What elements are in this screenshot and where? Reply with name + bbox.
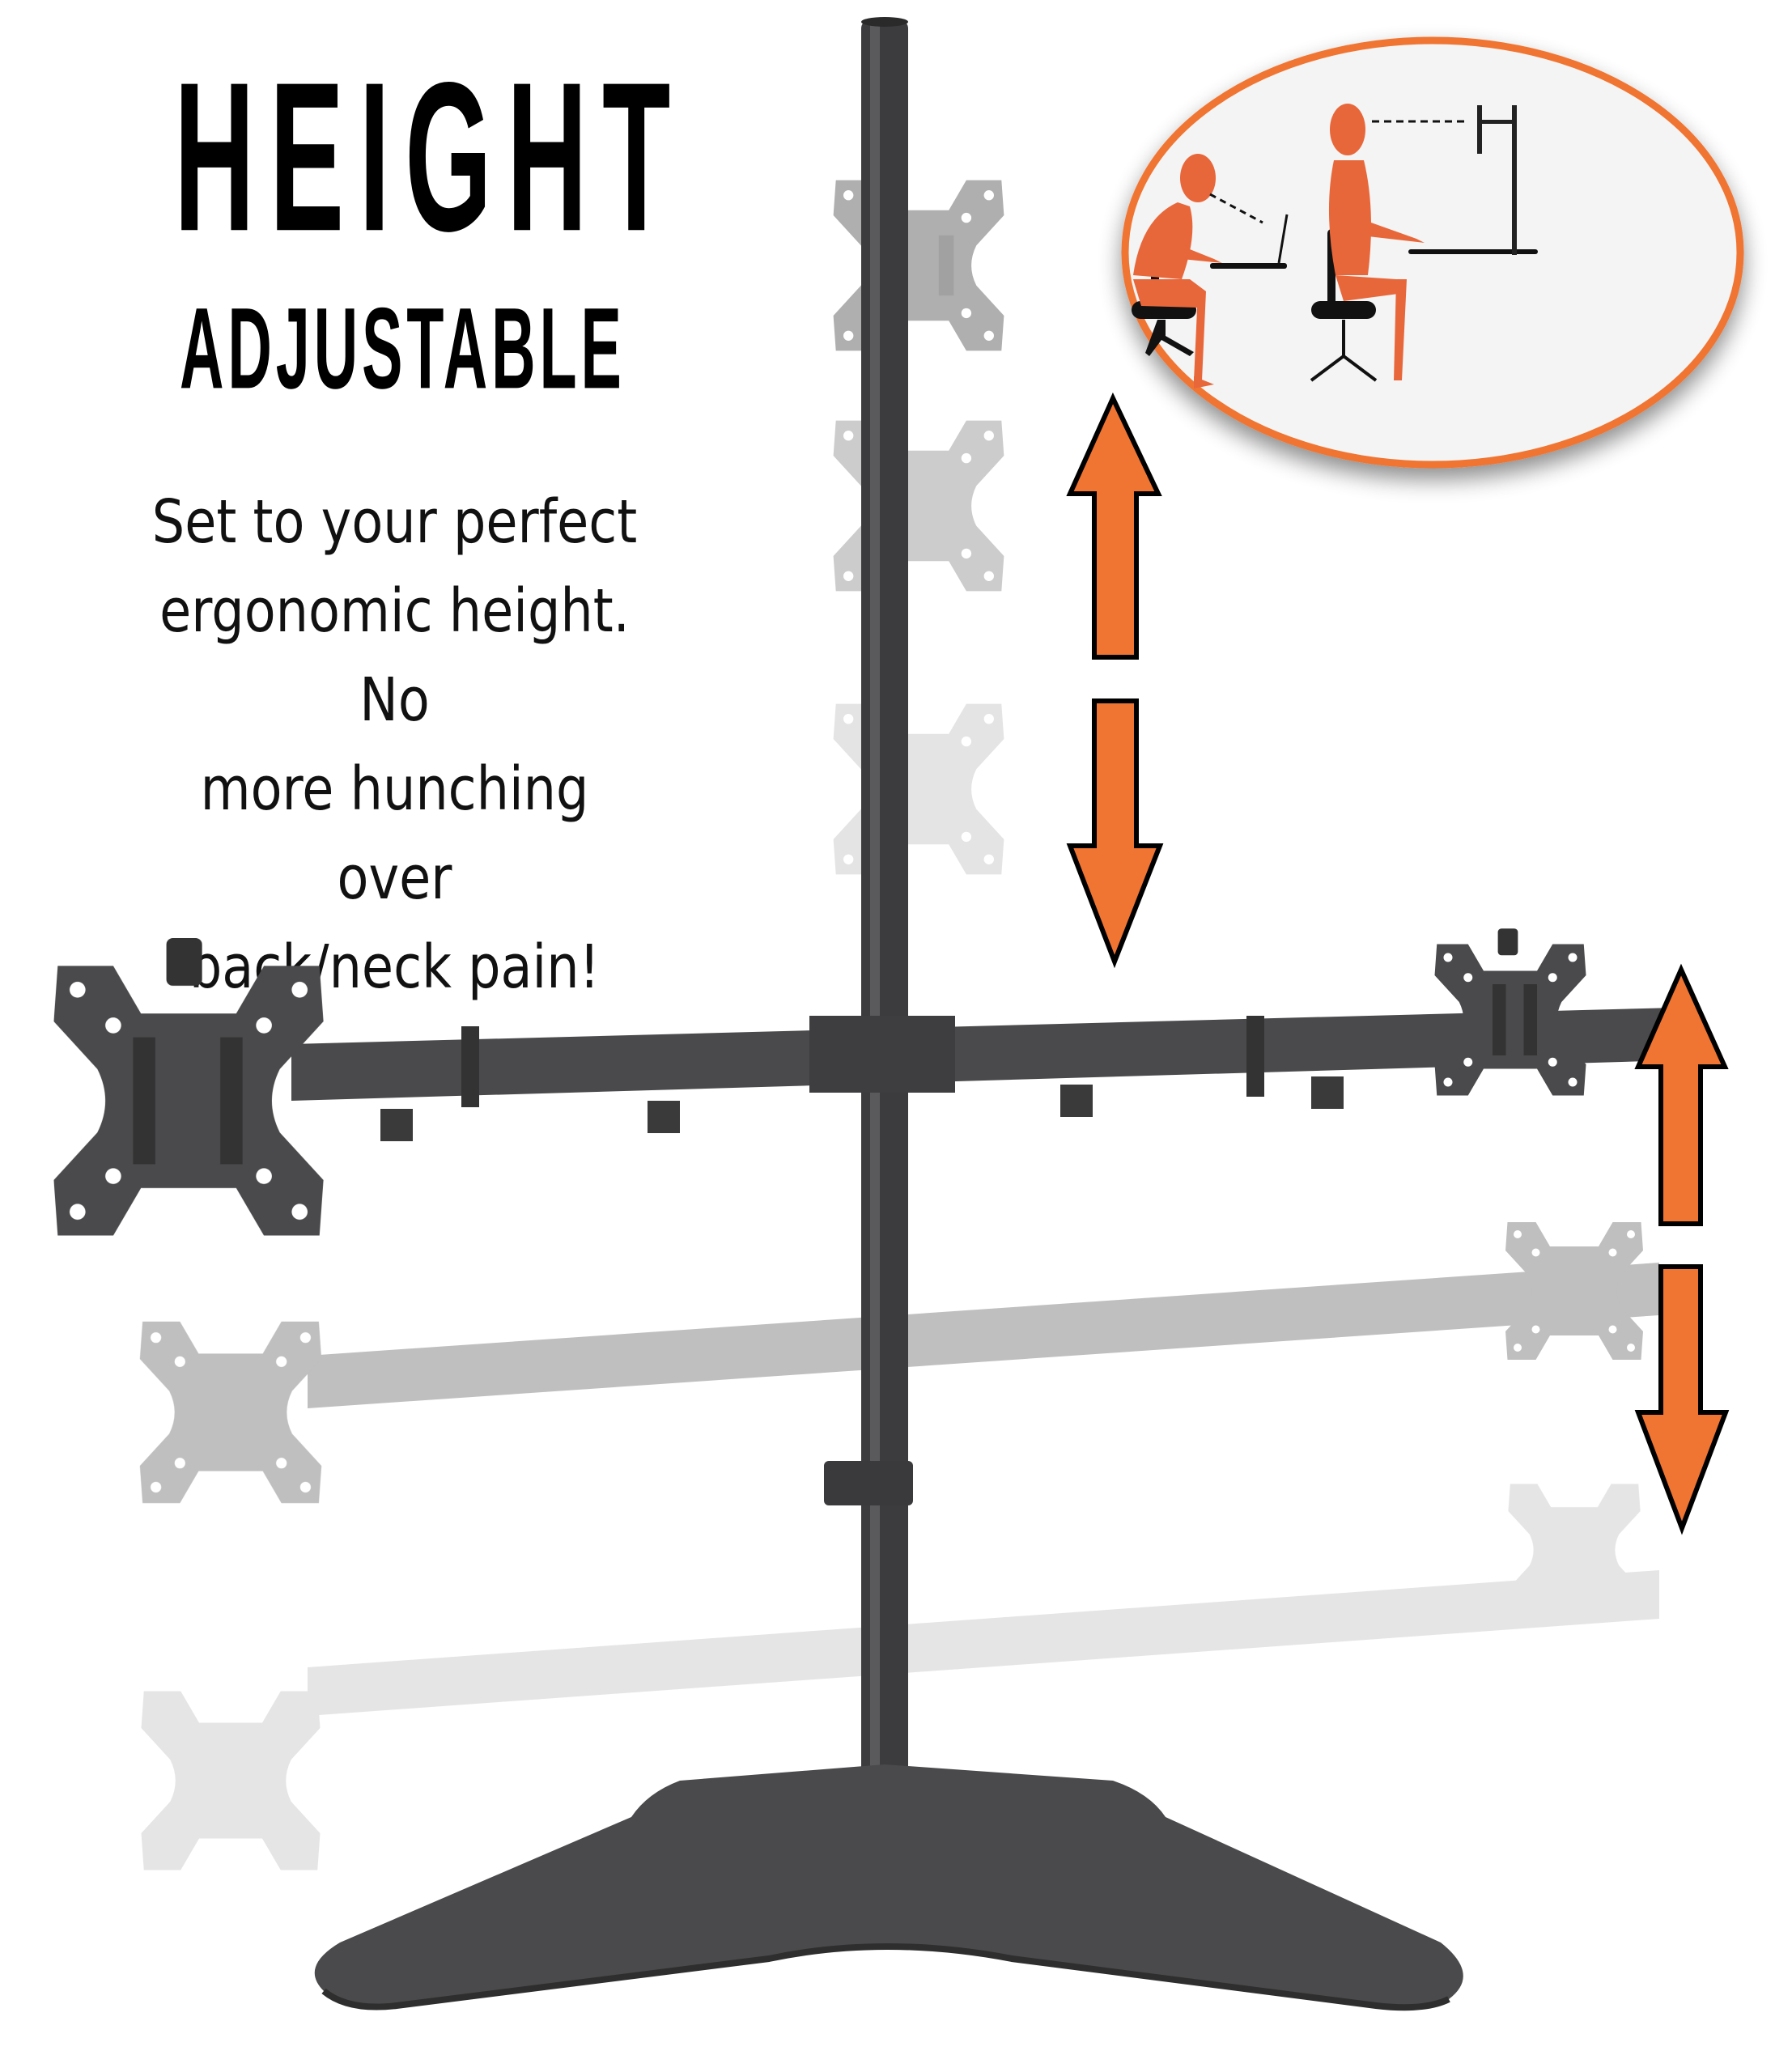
vesa-plate-right [1434,928,1586,1096]
arrow-up-icon [1634,963,1729,1226]
description-line: more hunching over [200,754,589,913]
arm-position-mid [139,1222,1659,1504]
arrow-down-icon [1066,698,1164,969]
description-line: Set to your perfect [151,487,638,557]
ghost-plate-low [833,703,1004,875]
pole [861,20,908,1777]
ghost-plate-mid [833,420,1004,592]
arrow-down-icon [1634,1264,1730,1535]
arm-position-low [141,1484,1659,1870]
ghost-plate-top [833,180,1004,351]
pole-clamp [824,1461,913,1505]
vesa-plate-left [53,938,324,1236]
arrow-up-icon [1066,392,1162,660]
arm-position-current [53,928,1675,1236]
headline-height: HEIGHT [174,37,686,276]
description-line: ergonomic height. No [159,576,630,735]
posture-hunched-figure [1132,154,1289,388]
posture-upright-figure [1310,104,1538,382]
stand-base [314,1764,1463,2008]
headline-adjustable: ADJUSTABLE [180,285,626,414]
